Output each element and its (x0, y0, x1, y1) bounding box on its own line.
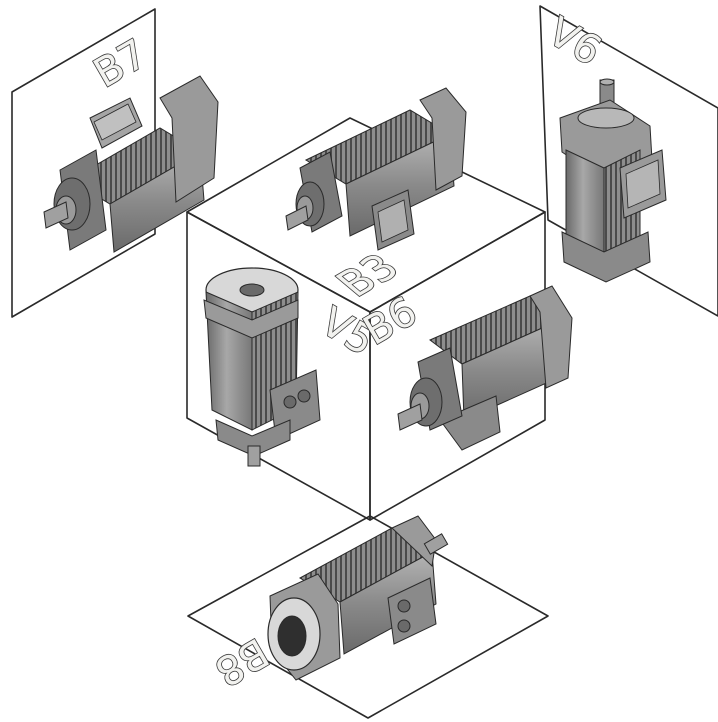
label-v6: V6 (540, 9, 609, 75)
plane-b8: B8 (187, 515, 549, 719)
cube-right-face (369, 211, 546, 521)
label-b7: B7 (86, 31, 155, 97)
motor-b7 (43, 75, 219, 253)
motor-b6 (397, 285, 573, 451)
motor-v6 (559, 78, 667, 283)
label-b8: B8 (207, 628, 276, 694)
plane-b7: B7 (11, 8, 219, 318)
motor-b8 (267, 515, 449, 681)
cube: B3 V5 B6 (186, 87, 573, 521)
plane-v6: V6 (539, 5, 718, 317)
motor-b3 (285, 87, 467, 251)
motor-v5 (203, 267, 321, 467)
